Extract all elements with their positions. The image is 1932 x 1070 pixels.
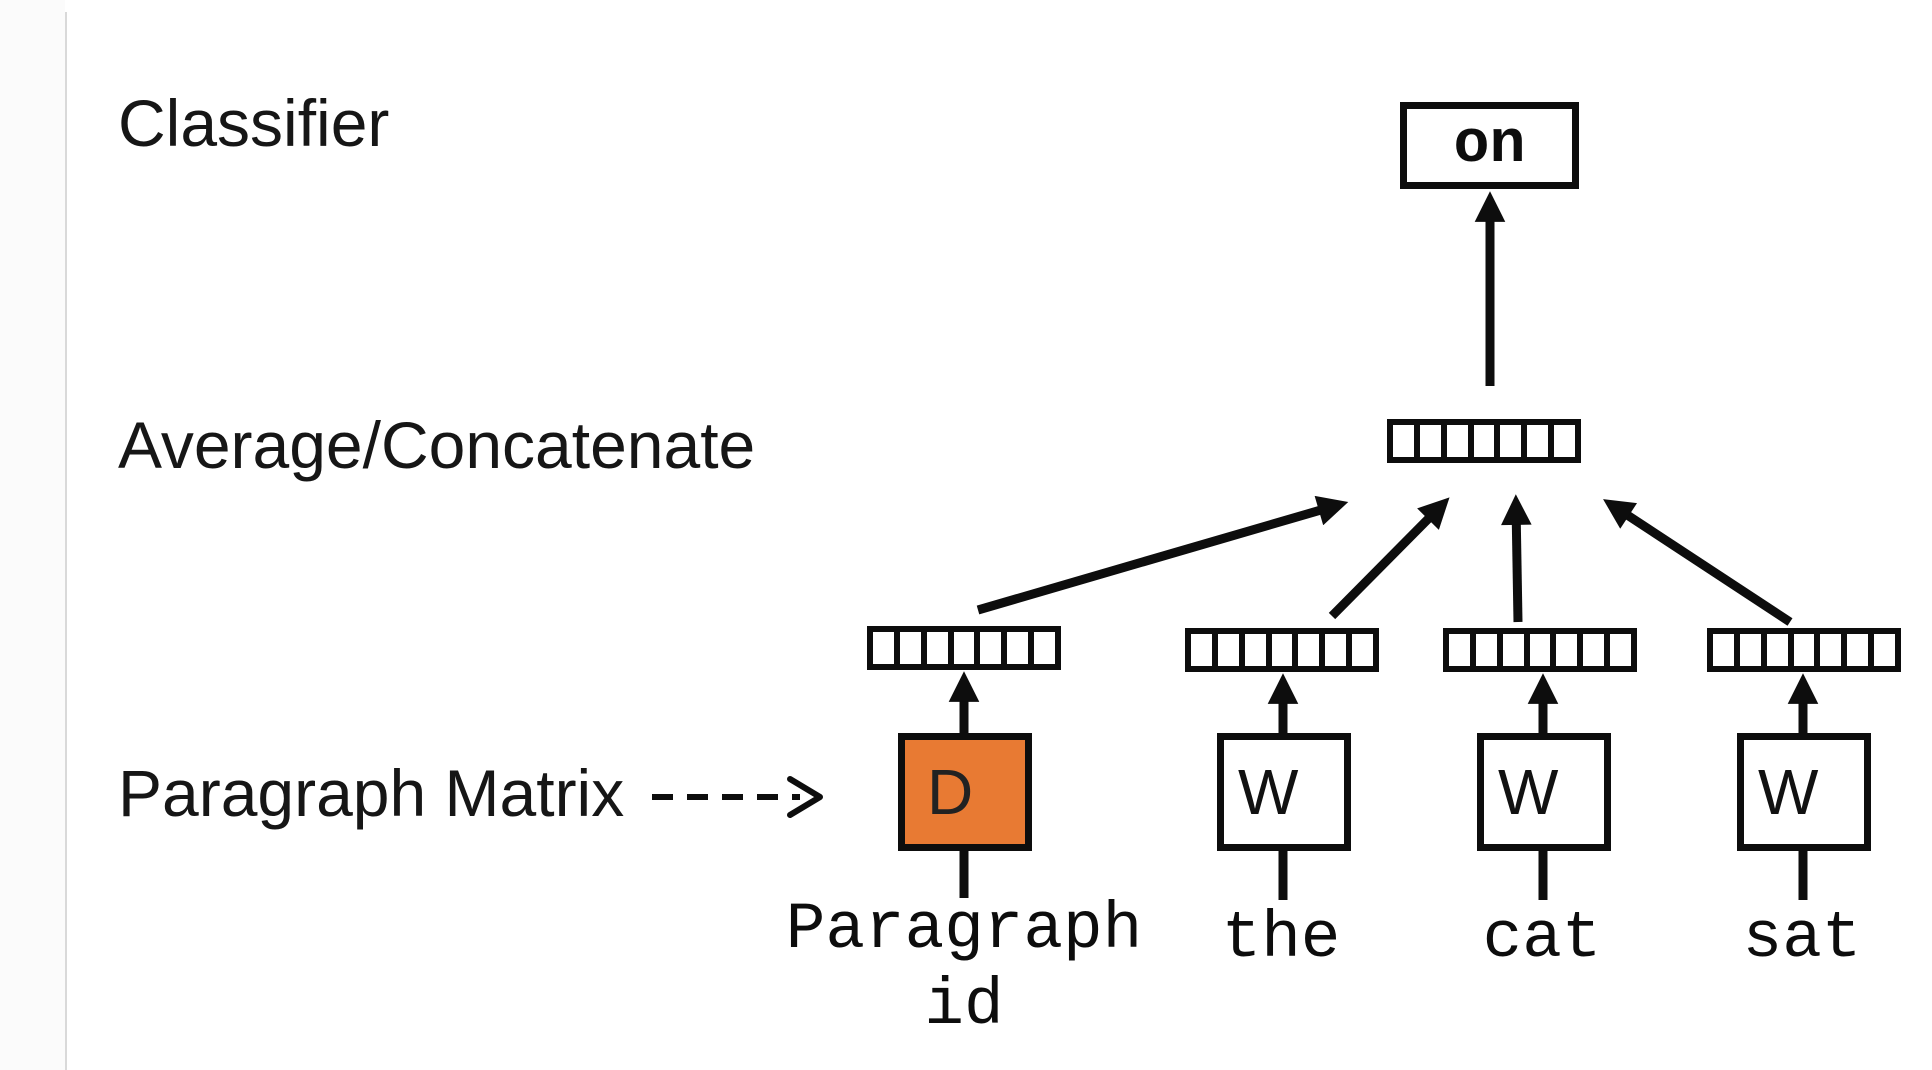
input-label-cat: cat (1482, 901, 1602, 976)
vector-cell (1766, 634, 1794, 666)
vector-cell (926, 632, 954, 664)
vector-cell (953, 632, 981, 664)
arrow-thevector-to-average (1328, 497, 1450, 620)
vector-cell (1793, 634, 1821, 666)
vector-cell (1847, 634, 1875, 666)
vector-cell (899, 632, 927, 664)
vector-cell (1393, 425, 1420, 457)
arrow-dvector-to-average (976, 495, 1349, 615)
paragraph-matrix-letter: D (927, 756, 974, 828)
dashed-pointer-arrowhead-icon (787, 776, 823, 818)
vector-cell (1217, 634, 1245, 666)
classifier-output-word: on (1453, 111, 1526, 180)
arrow-catvector-to-average (1501, 494, 1532, 623)
vector-cell (1554, 425, 1576, 457)
paragraph-id-line1: Paragraph (785, 892, 1143, 967)
label-classifier: Classifier (118, 86, 390, 160)
word-vector-the (1185, 628, 1379, 672)
classifier-output-box: on (1400, 102, 1579, 189)
vector-cell (1449, 634, 1476, 666)
vector-cell (1034, 632, 1056, 664)
paragraph-id-line2: id (924, 968, 1004, 1043)
vector-cell (1446, 425, 1474, 457)
vector-cell (1820, 634, 1848, 666)
vector-cell (1007, 632, 1035, 664)
paragraph-vector (867, 626, 1061, 670)
vector-cell (1502, 634, 1530, 666)
vector-cell (1527, 425, 1555, 457)
input-label-paragraph-id: Paragraph id (786, 892, 1142, 1044)
word-matrix-letter: W (1758, 756, 1819, 828)
vector-cell (1473, 425, 1501, 457)
vector-cell (1583, 634, 1611, 666)
label-paragraph-matrix: Paragraph Matrix (118, 756, 625, 830)
vector-cell (1739, 634, 1767, 666)
vector-cell (1419, 425, 1447, 457)
vector-cell (1271, 634, 1299, 666)
vector-cell (1500, 425, 1528, 457)
vector-cell (1874, 634, 1896, 666)
paragraph-matrix-box: D (898, 733, 1032, 851)
word-matrix-box-sat: W (1737, 733, 1871, 851)
word-matrix-box-cat: W (1477, 733, 1611, 851)
label-average-concatenate: Average/Concatenate (118, 408, 756, 482)
arrow-satvector-to-average (1603, 499, 1793, 626)
vector-cell (1244, 634, 1272, 666)
word-matrix-letter: W (1498, 756, 1559, 828)
word-matrix-letter: W (1238, 756, 1299, 828)
vector-cell (1475, 634, 1503, 666)
vector-cell (873, 632, 900, 664)
vector-cell (1352, 634, 1374, 666)
vector-cell (1325, 634, 1353, 666)
vector-cell (1298, 634, 1326, 666)
panel-divider-line (65, 12, 67, 1070)
word-matrix-box-the: W (1217, 733, 1351, 851)
input-label-sat: sat (1742, 901, 1862, 976)
vector-cell (1556, 634, 1584, 666)
input-label-the: the (1221, 901, 1341, 976)
vector-cell (1713, 634, 1740, 666)
vector-cell (1610, 634, 1632, 666)
average-vector (1387, 419, 1581, 463)
vector-cell (980, 632, 1008, 664)
word-vector-cat (1443, 628, 1637, 672)
vector-cell (1191, 634, 1218, 666)
word-vector-sat (1707, 628, 1901, 672)
left-margin-strip (0, 0, 65, 1070)
vector-cell (1529, 634, 1557, 666)
